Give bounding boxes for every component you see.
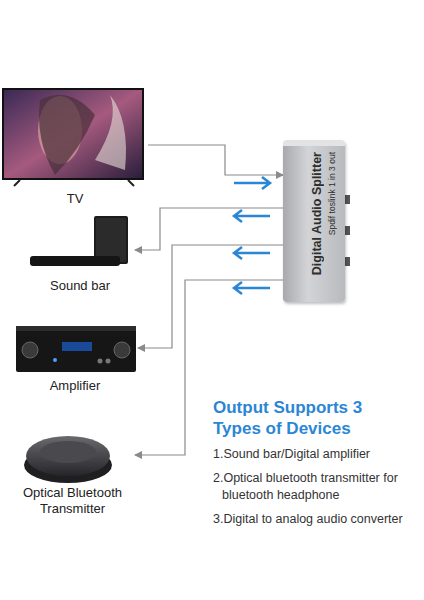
- bt-button: [40, 441, 96, 463]
- device-label: Amplifier: [12, 378, 138, 394]
- blue-arrow: [234, 247, 270, 259]
- list-item: 3.Digital to analog audio converter: [213, 511, 424, 528]
- cable-connector: [148, 145, 283, 175]
- bt-illustration: [24, 436, 112, 483]
- device-subtitle: Spdif toslink 1 in 3 out: [327, 152, 337, 235]
- blue-arrow: [234, 282, 270, 294]
- list-item: 2.Optical bluetooth transmitter for blue…: [213, 470, 424, 504]
- device-label: Optical Bluetooth Transmitter: [10, 485, 135, 517]
- soundbar: [30, 256, 120, 266]
- splitter-button: [345, 195, 350, 204]
- bt-transmitter-node: Optical Bluetooth Transmitter: [10, 425, 135, 517]
- amp-display: [62, 342, 92, 351]
- blue-arrow: [234, 177, 270, 189]
- splitter-button: [345, 226, 350, 235]
- subwoofer-face: [96, 218, 126, 262]
- tv-bezel: [2, 88, 144, 180]
- amp-led: [53, 358, 57, 362]
- splitter-button: [345, 257, 350, 266]
- device-label: TV: [2, 191, 148, 207]
- amp-button: [106, 359, 111, 364]
- tv-figure-detail: [95, 95, 126, 170]
- direction-arrows: [234, 177, 270, 294]
- device-title: Digital Audio Splitter: [310, 152, 324, 275]
- amp-body: [16, 326, 136, 372]
- splitter-box: Digital Audio SplitterSpdif toslink 1 in…: [283, 140, 345, 302]
- amp-knob: [114, 342, 130, 358]
- amplifier-illustration: [16, 326, 136, 372]
- tv-illustration: [2, 88, 144, 186]
- blue-arrow: [234, 210, 270, 222]
- bt-top: [26, 436, 110, 476]
- device-label: Sound bar: [25, 278, 135, 294]
- list-item: 1.Sound bar/Digital amplifier: [213, 446, 424, 463]
- tv-figure-hair: [39, 95, 95, 175]
- amplifier-node: Amplifier: [12, 318, 138, 394]
- amp-knob: [22, 342, 38, 358]
- amp-top: [16, 326, 136, 331]
- tv-screen: [4, 90, 142, 178]
- section-heading: Output Supports 3 Types of Devices: [213, 397, 413, 439]
- cable-connector: [138, 245, 283, 348]
- tv-node: TV: [2, 85, 148, 207]
- tv-stand: [14, 180, 134, 186]
- soundbar-node: Sound bar: [25, 212, 135, 294]
- soundbar-illustration: [30, 216, 128, 266]
- cable-connector: [135, 208, 283, 250]
- amp-button: [98, 359, 103, 364]
